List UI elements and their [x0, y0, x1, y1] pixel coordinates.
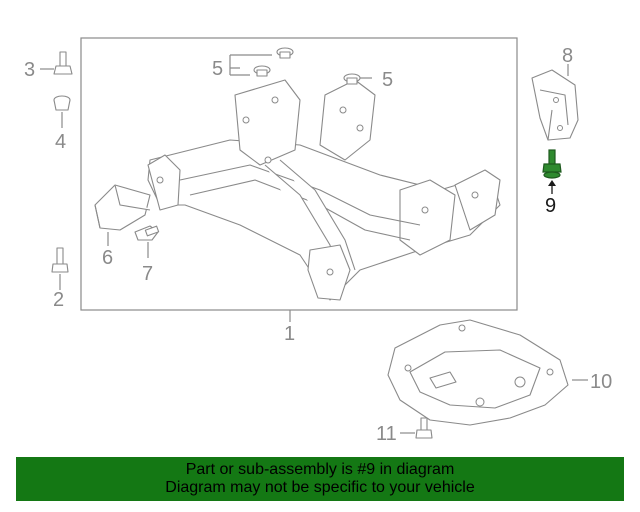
part-8-bracket — [531, 64, 579, 141]
part-4-nut — [53, 95, 71, 128]
callout-4: 4 — [55, 131, 66, 153]
subframe-assembly-box — [80, 37, 518, 311]
callout-1: 1 — [284, 323, 295, 345]
part-3-bolt — [40, 51, 73, 75]
part-info-banner: Part or sub-assembly is #9 in diagram Di… — [16, 457, 624, 501]
part-10-shield — [387, 319, 588, 426]
callout-5a: 5 — [212, 58, 223, 80]
callout-2: 2 — [53, 289, 64, 311]
part-9-bolt-highlighted — [542, 149, 562, 194]
part-11-bolt — [400, 417, 433, 439]
callout-10: 10 — [590, 371, 612, 393]
banner-line-2: Diagram may not be specific to your vehi… — [165, 479, 475, 496]
part-2-bolt — [51, 247, 69, 290]
callout-9: 9 — [545, 195, 556, 217]
part-7-bolt — [134, 225, 160, 258]
part-5-upper-nuts — [253, 47, 361, 85]
part-5-leaders — [229, 54, 372, 79]
callout-6: 6 — [102, 247, 113, 269]
callout-8: 8 — [562, 45, 573, 67]
banner-line-1: Part or sub-assembly is #9 in diagram — [185, 461, 455, 478]
callout-3: 3 — [24, 59, 35, 81]
subframe-drawing — [147, 79, 501, 301]
callout-5b: 5 — [382, 69, 393, 91]
part-6-bracket — [94, 184, 151, 246]
callout-7: 7 — [142, 263, 153, 285]
callout-11: 11 — [376, 423, 397, 445]
